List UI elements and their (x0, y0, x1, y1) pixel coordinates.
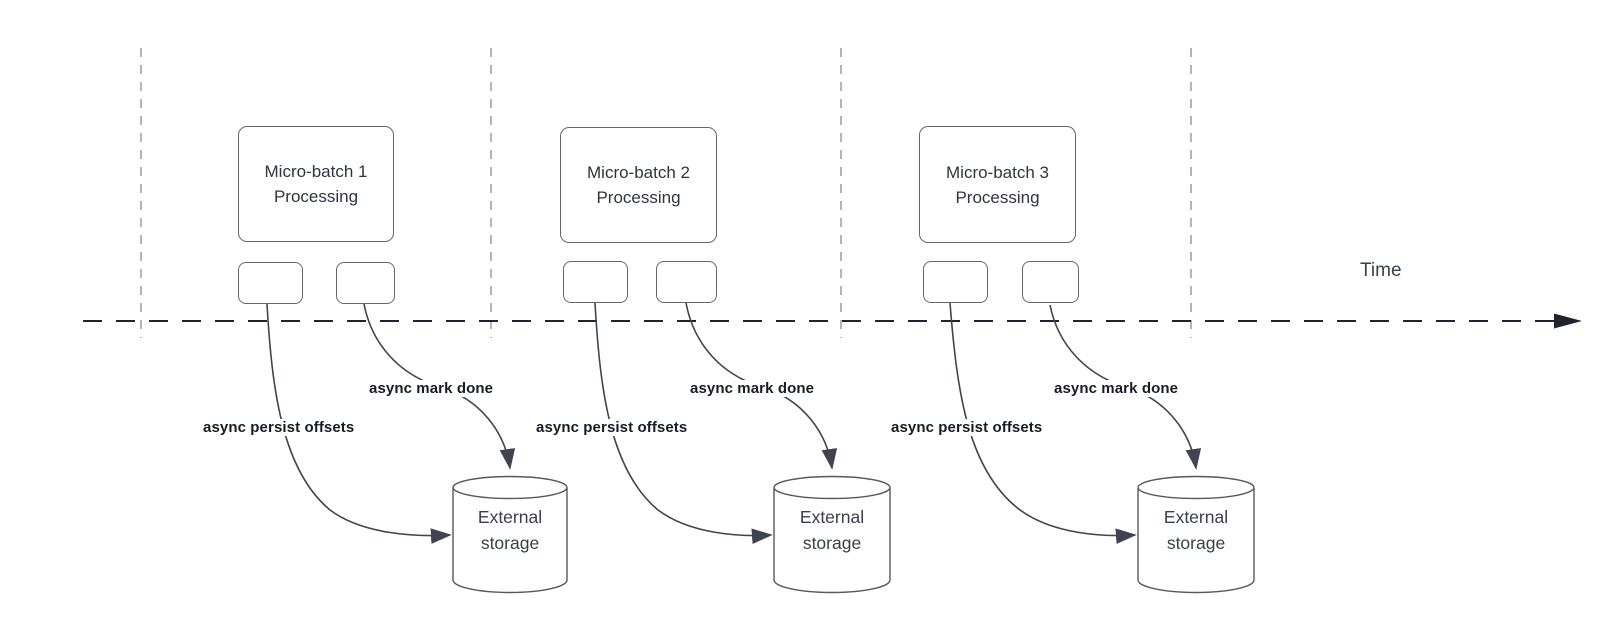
done-task-box-3 (1022, 261, 1079, 303)
persist-offsets-arrow-2 (594, 302, 773, 545)
external-storage-label-line2-3: storage (1166, 533, 1226, 553)
done-task-box-1 (336, 262, 395, 304)
external-storage-cylinder-1: External storage (452, 465, 568, 595)
offsets-task-box-1 (238, 262, 303, 304)
external-storage-cylinder-2: External storage (773, 465, 891, 595)
offsets-task-box-2 (563, 261, 628, 303)
micro-batch-2-box: Micro-batch 2 Processing (560, 127, 717, 243)
micro-batch-1-title-line2: Processing (273, 187, 359, 206)
mark-done-label-2: async mark done (687, 380, 818, 397)
persist-offsets-label-1: async persist offsets (200, 419, 358, 436)
done-task-box-2 (656, 261, 717, 303)
micro-batch-2-title-line2: Processing (596, 188, 681, 207)
external-storage-cylinder-3: External storage (1137, 465, 1255, 595)
micro-batch-1-box: Micro-batch 1 Processing (238, 126, 394, 242)
external-storage-label-line2-1: storage (480, 533, 540, 553)
micro-batch-3-box: Micro-batch 3 Processing (919, 126, 1076, 243)
micro-batch-3-title-line2: Processing (955, 187, 1040, 207)
micro-batch-2-title-line1: Micro-batch 2 (587, 163, 690, 182)
cylinder-shape-icon (1137, 475, 1255, 594)
persist-offsets-arrow-3 (949, 302, 1137, 544)
connector-arrows (266, 302, 1202, 545)
external-storage-label-line2-2: storage (802, 533, 862, 553)
mark-done-label-3: async mark done (1051, 380, 1182, 397)
offsets-task-box-3 (923, 261, 988, 303)
cylinder-shape-icon (773, 475, 891, 594)
time-axis-arrowhead-icon (1554, 313, 1582, 329)
time-axis (83, 313, 1582, 329)
external-storage-label-line1-3: External (1163, 507, 1229, 527)
persist-offsets-arrow-1 (266, 303, 452, 544)
batch-boundary-guides (140, 48, 1192, 338)
time-label: Time (1360, 260, 1402, 281)
mark-done-label-1: async mark done (366, 380, 497, 397)
cylinder-shape-icon (452, 475, 568, 594)
external-storage-label-line1-2: External (799, 507, 865, 527)
persist-offsets-label-3: async persist offsets (888, 419, 1046, 436)
micro-batch-3-title-line1: Micro-batch 3 (946, 162, 1049, 182)
persist-offsets-label-2: async persist offsets (533, 419, 691, 436)
external-storage-label-line1-1: External (477, 507, 543, 527)
micro-batch-1-title-line1: Micro-batch 1 (264, 162, 368, 181)
